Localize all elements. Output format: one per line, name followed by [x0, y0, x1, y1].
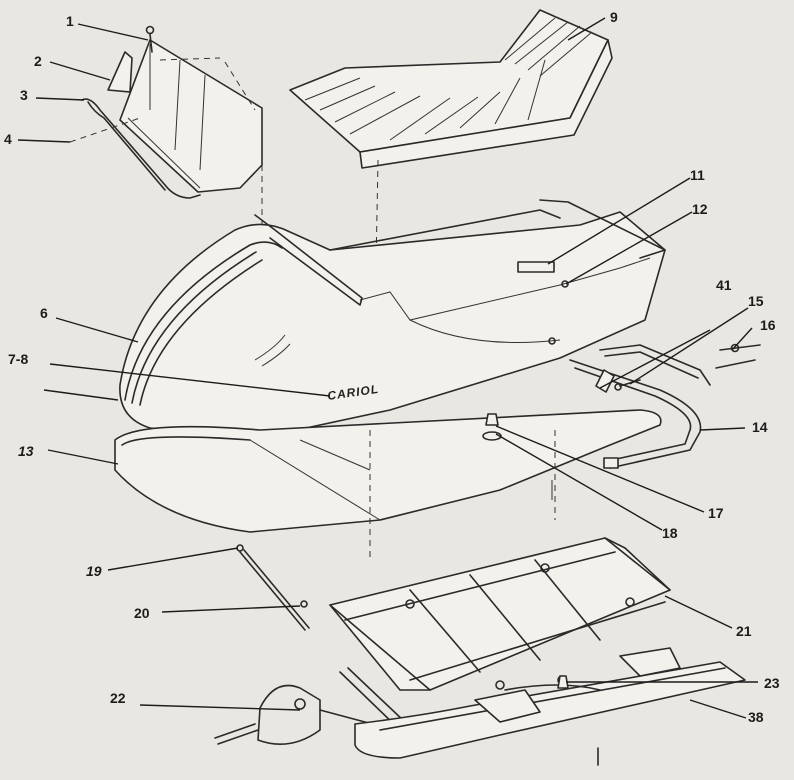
callout-13: 13 [18, 443, 34, 459]
callout-2: 2 [34, 53, 42, 69]
callout-20: 20 [134, 605, 150, 621]
fastener [561, 280, 569, 288]
callout-23: 23 [764, 675, 780, 691]
callout-3: 3 [20, 87, 28, 103]
hood-body [119, 199, 666, 441]
windshield-pin [145, 25, 155, 53]
callout-15: 15 [748, 293, 764, 309]
callout-17: 17 [708, 505, 724, 521]
callout-14: 14 [752, 419, 768, 435]
hood-latch [485, 413, 499, 426]
windshield-bottom-trim [81, 98, 201, 199]
name-plate [517, 261, 555, 273]
callout-7-8: 7-8 [8, 351, 28, 367]
callout-6: 6 [40, 305, 48, 321]
grommet [548, 337, 556, 345]
leader-lines [17, 17, 758, 719]
callout-38: 38 [748, 709, 764, 725]
callout-9: 9 [610, 9, 618, 25]
callout-41: 41 [716, 277, 732, 293]
callout-labels: 1 2 3 4 6 7-8 9 11 12 13 14 15 16 17 18 … [4, 9, 780, 725]
callout-19: 19 [86, 563, 102, 579]
windshield-bracket [107, 51, 133, 93]
ski [354, 647, 746, 759]
bolt [614, 379, 641, 391]
callout-22: 22 [110, 690, 126, 706]
bolt-pin [715, 343, 761, 369]
hinge-bracket [595, 369, 615, 393]
tie-rod [236, 544, 310, 631]
callout-16: 16 [760, 317, 776, 333]
ski-bolt [557, 675, 569, 689]
callout-21: 21 [736, 623, 752, 639]
seat [289, 9, 613, 169]
windshield [119, 39, 263, 193]
callout-11: 11 [690, 167, 705, 183]
belly-pan [114, 409, 662, 533]
ski-frame [329, 537, 671, 691]
callout-12: 12 [692, 201, 708, 217]
callout-18: 18 [662, 525, 678, 541]
callout-4: 4 [4, 131, 12, 147]
callout-1: 1 [66, 13, 74, 29]
